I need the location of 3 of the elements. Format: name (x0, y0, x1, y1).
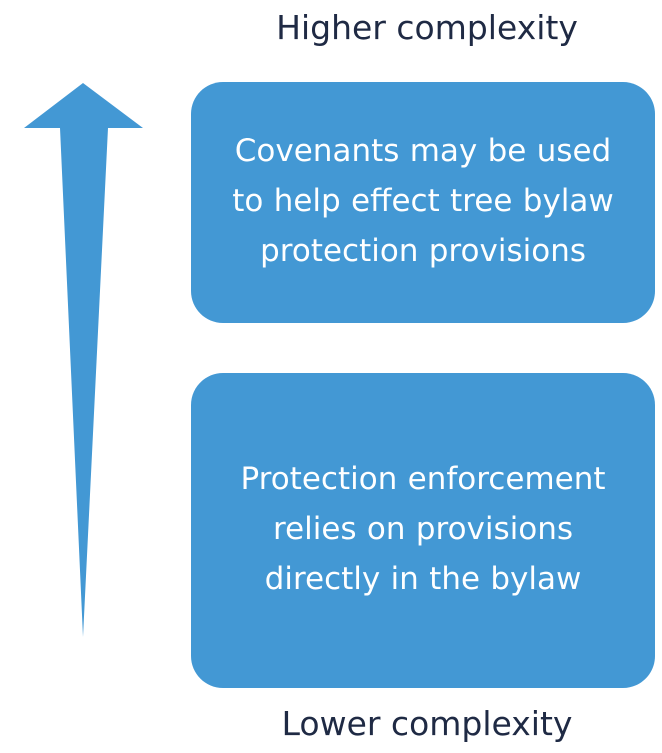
axis-label: Higher complexity (279, 14, 577, 46)
text-box: Covenants may be used to help effect tree bylaw protection provisions (191, 82, 655, 323)
text-box: Protection enforcement relies on provisions directly in the bylaw (191, 373, 655, 688)
